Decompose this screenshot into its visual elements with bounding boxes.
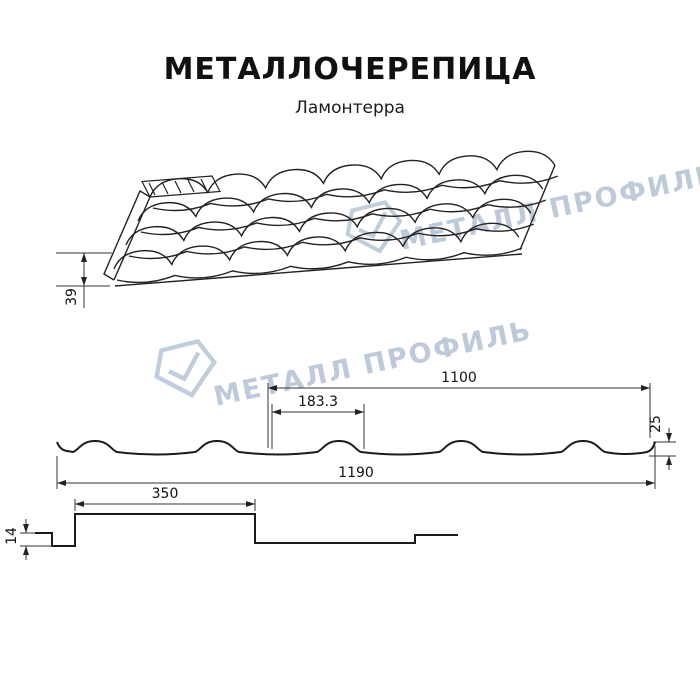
dim-label-1100: 1100 [441,370,477,386]
metall-profil-logo-icon [345,200,403,254]
dim-label-183-3: 183.3 [298,394,338,410]
eave-edge [114,253,523,287]
cross-section-profile [56,439,656,456]
cross-section-dimensions [56,383,676,489]
cut-edge [519,164,556,251]
longitudinal-section-profile [35,513,458,547]
barge-strip [103,189,151,281]
page-title: МЕТАЛЛОЧЕРЕПИЦА [163,52,537,87]
longitudinal-dimensions [20,499,256,560]
ridge-strip-hatched [141,175,221,198]
dim-label-14: 14 [4,527,20,545]
page-subtitle: Ламонтерра [295,98,405,118]
metall-profil-logo-icon [154,338,218,398]
gable-edge [113,196,151,281]
dim-label-350: 350 [152,486,179,502]
watermark-lower: МЕТАЛЛ ПРОФИЛЬ [154,315,535,413]
profile-sheet-line [56,439,656,456]
dim-label-25: 25 [648,415,664,433]
step-profile-line [35,513,458,547]
perspective-roof-view [103,148,559,287]
watermark-text: МЕТАЛЛ ПРОФИЛЬ [397,159,700,257]
dim-label-39: 39 [64,288,80,306]
dimension-39 [56,252,112,308]
watermark-text: МЕТАЛЛ ПРОФИЛЬ [211,315,535,413]
dim-label-1190: 1190 [338,465,374,481]
